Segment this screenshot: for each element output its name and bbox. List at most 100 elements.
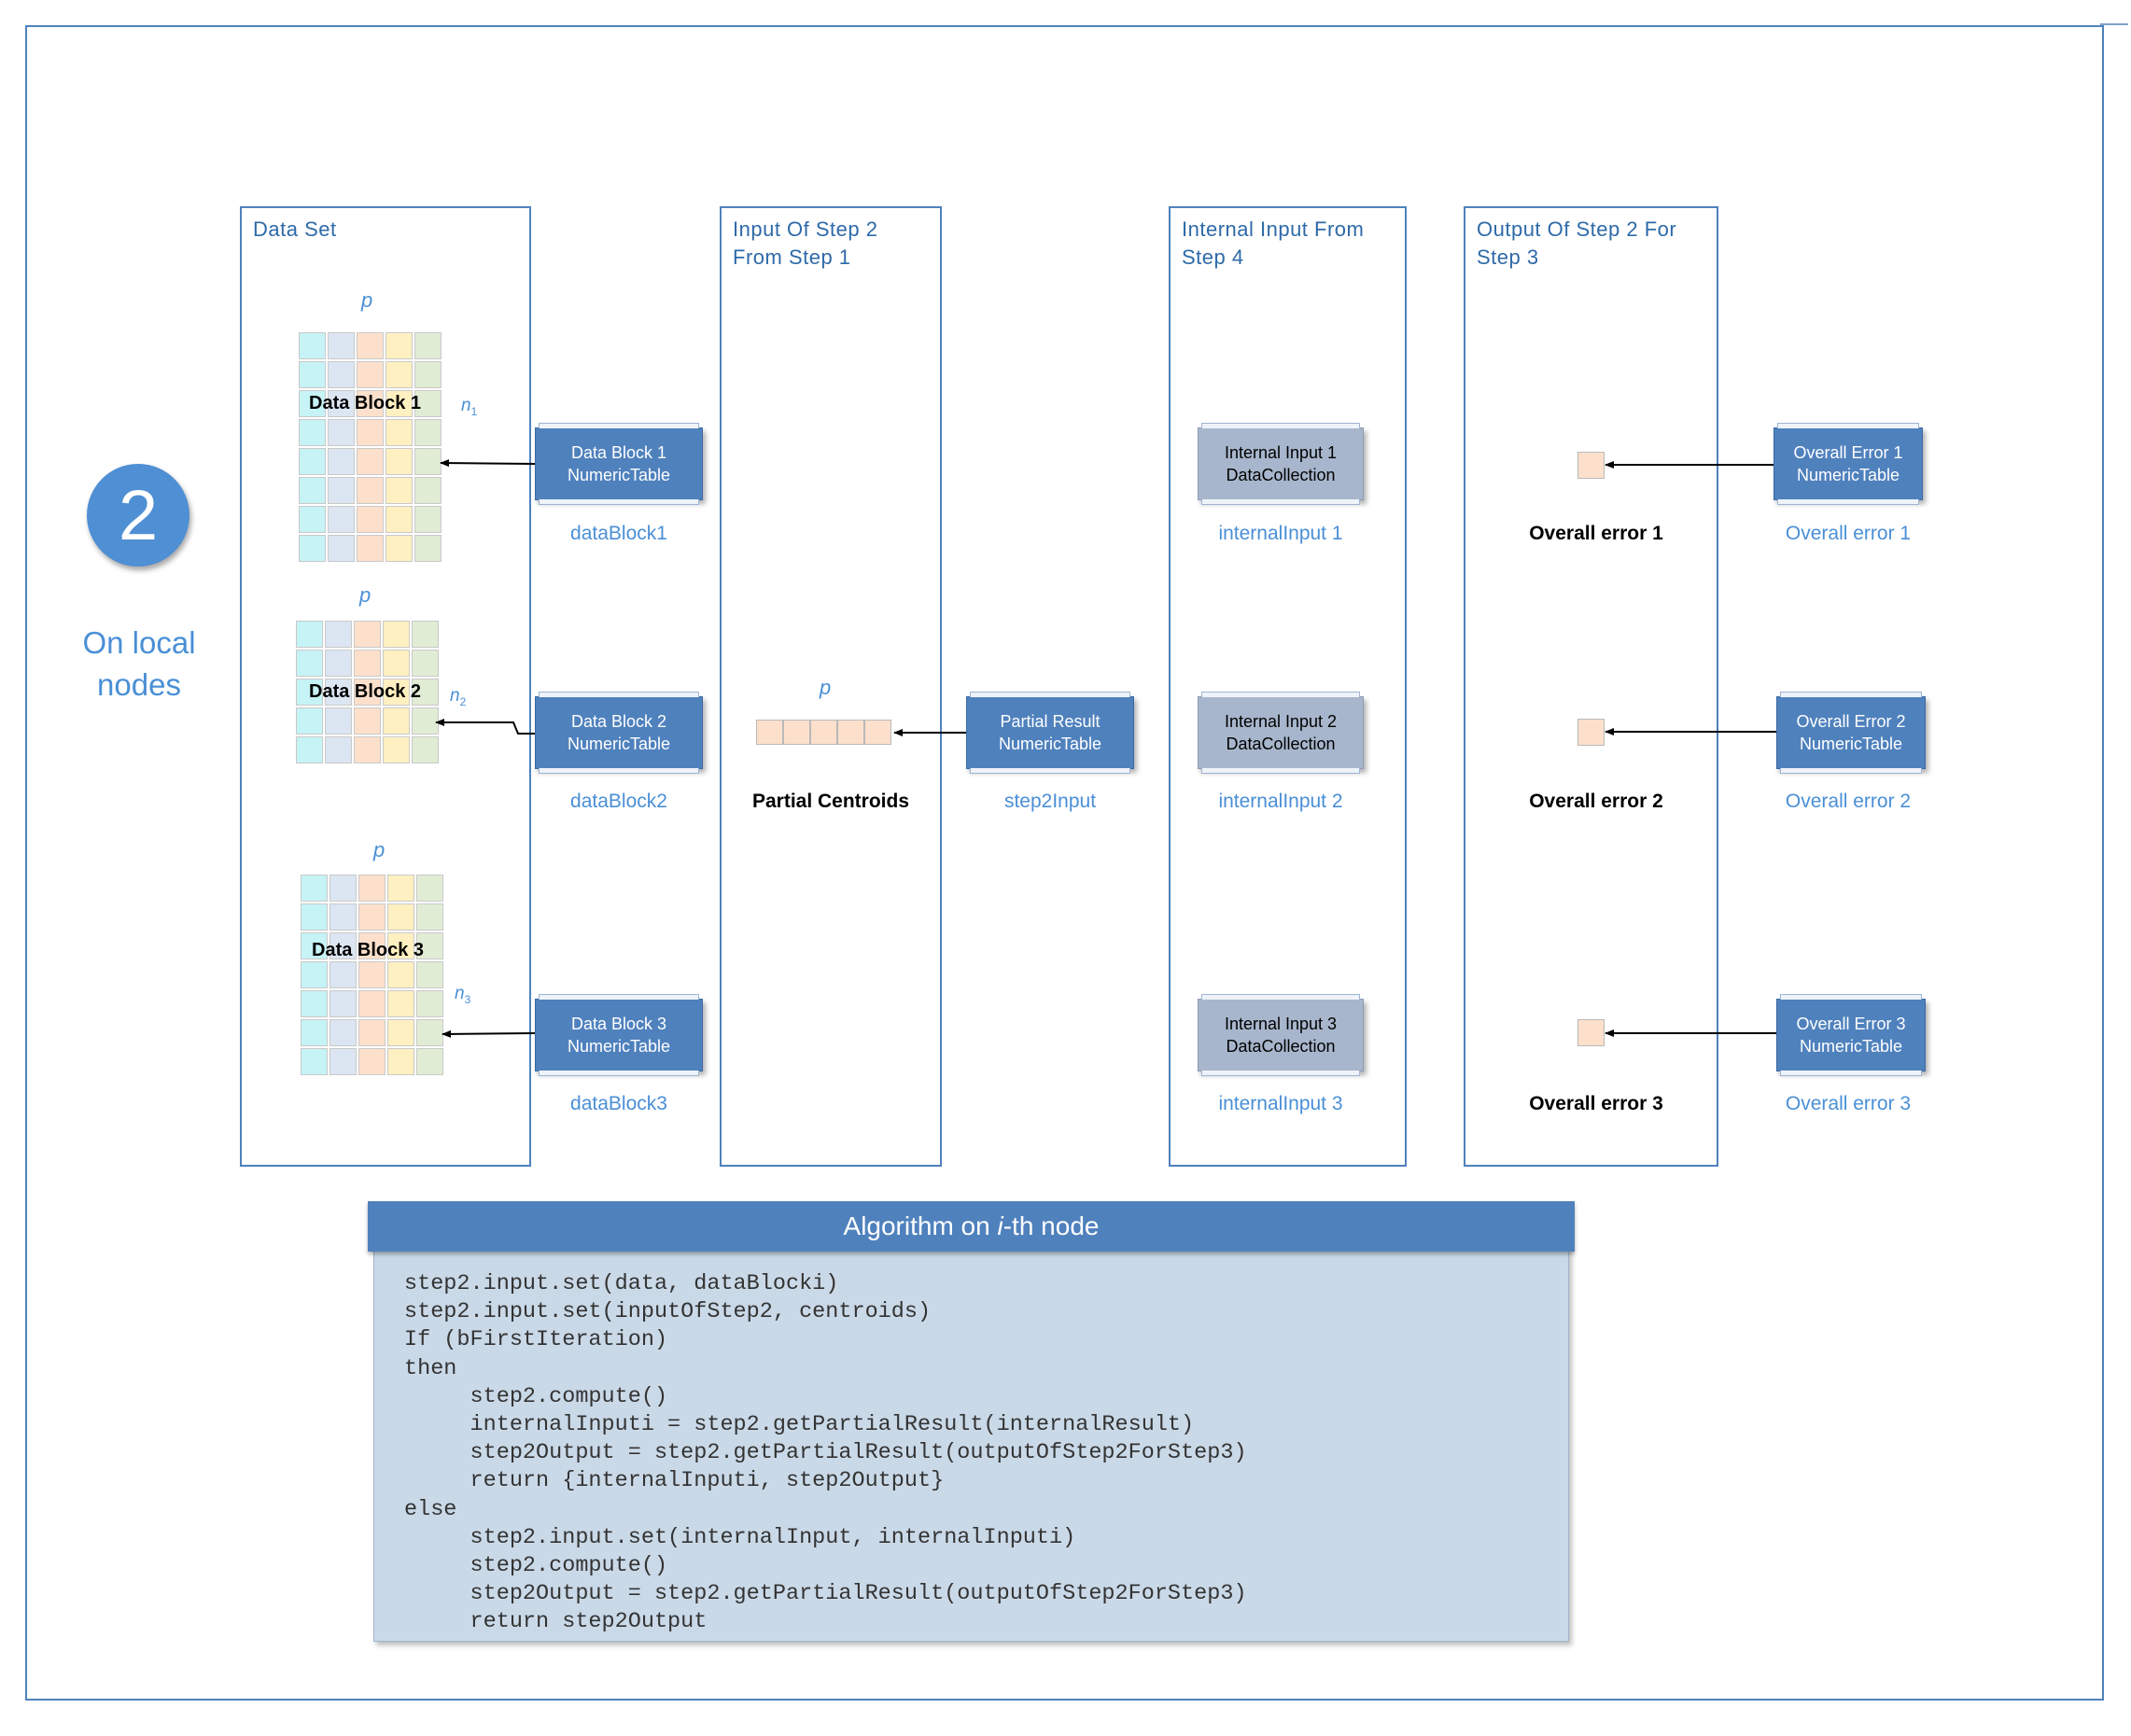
panel-title: Output Of Step 2 For Step 3 [1477,217,1677,269]
data-block-numerictable-box: Data Block 1 NumericTable [535,423,703,505]
box-line: NumericTable [1796,466,1900,484]
grid-cell [386,448,413,475]
centroid-cell [837,720,864,745]
grid-cell [358,932,386,959]
grid-cell [387,875,414,902]
variable-label: step2Input [1003,791,1097,812]
code-line: step2Output = step2.getPartialResult(out… [404,1581,1247,1607]
grid-cell [354,679,381,706]
grid-cell [387,1019,414,1046]
code-line: return {internalInputi, step2Output} [404,1468,945,1494]
grid-cell [329,932,357,959]
partial-centroids-row [756,720,891,745]
grid-cell [358,961,386,988]
variable-label: dataBlock3 [570,1093,667,1114]
variable-label: Overall error 3 [1785,1093,1912,1114]
grid-cell [328,361,355,388]
algorithm-header: Algorithm on i-th node [368,1201,1575,1252]
n-symbol: n [455,984,465,1003]
algorithm-code: step2.input.set(data, dataBlocki)step2.i… [404,1270,1247,1637]
grid-cell [358,903,386,931]
grid-cell [357,448,384,475]
grid-cell [412,736,439,763]
box-line: NumericTable [567,735,671,753]
code-line: step2Output = step2.getPartialResult(out… [404,1440,1247,1466]
grid-cell [357,332,384,359]
p-label: p [359,583,372,607]
box-line: Internal Input 3 [1224,1015,1338,1033]
grid-cell [414,477,442,504]
grid-cell [329,961,357,988]
diagram-frame [25,25,2104,1701]
overall-error-label: Overall error 1 [1529,523,1663,544]
algorithm-title-pre: Algorithm on [843,1211,990,1240]
grid-cell [329,875,357,902]
box-line: NumericTable [567,1037,671,1056]
variable-label: Overall error 1 [1785,523,1912,544]
grid-cell [329,1019,357,1046]
box-line: NumericTable [998,735,1102,753]
grid-cell [325,736,352,763]
grid-cell [386,506,413,533]
grid-cell [386,477,413,504]
grid-cell [414,506,442,533]
data-block-grid-label: Data Block 2 [309,681,422,702]
code-line: If (bFirstIteration) [404,1327,668,1353]
code-line: else [404,1496,457,1522]
box-line: DataCollection [1226,466,1336,484]
n-label: n2 [450,686,466,708]
overall-error-cell [1577,719,1605,746]
code-line: return step2Output [404,1609,708,1635]
box-line: NumericTable [1799,735,1903,753]
step-number-badge: 2 [87,464,189,567]
variable-label: Overall error 2 [1785,791,1912,812]
grid-cell [354,650,381,677]
box-line: NumericTable [1799,1037,1903,1056]
box-line: Overall Error 1 [1793,443,1903,462]
overall-error-box: Overall Error 1 NumericTable [1773,423,1923,505]
p-label: p [373,838,386,861]
grid-cell [386,332,413,359]
grid-cell [383,679,410,706]
overall-error-label: Overall error 2 [1529,791,1663,812]
data-block-grid [296,621,439,763]
grid-cell [329,903,357,931]
n-subscript: 3 [464,992,471,1006]
data-block-grid [301,875,443,1075]
box-line: Data Block 3 [570,1015,667,1033]
grid-cell [299,332,326,359]
grid-cell [299,390,326,417]
box-line: Partial Result [1000,712,1101,731]
code-line: step2.compute() [404,1383,668,1409]
n-symbol: n [450,686,460,706]
grid-cell [354,736,381,763]
grid-cell [383,707,410,735]
grid-cell [328,419,355,446]
algorithm-title-post: -th node [1002,1211,1100,1240]
grid-cell [357,390,384,417]
grid-cell [358,1019,386,1046]
arrow-datablock3 [442,1029,536,1038]
grid-cell [325,650,352,677]
grid-cell [301,875,328,902]
arrow-datablock2 [435,719,535,735]
p-label: p [820,676,832,699]
variable-label: dataBlock1 [570,523,667,544]
grid-cell [416,903,443,931]
grid-cell [328,448,355,475]
grid-cell [387,1048,414,1075]
grid-cell [299,448,326,475]
box-line: Overall Error 2 [1796,712,1906,731]
grid-cell [296,736,323,763]
grid-cell [296,707,323,735]
code-line: step2.input.set(data, dataBlocki) [404,1271,839,1296]
grid-cell [414,535,442,562]
overall-error-label: Overall error 3 [1529,1093,1663,1114]
grid-cell [299,506,326,533]
grid-cell [328,390,355,417]
partial-centroids-label: Partial Centroids [751,791,910,812]
internal-input-box: Internal Input 3 DataCollection [1198,994,1364,1076]
algorithm-body: step2.input.set(data, dataBlocki)step2.i… [373,1207,1569,1642]
box-line: Overall Error 3 [1796,1015,1906,1033]
algorithm-title-italic: i [997,1211,1003,1240]
